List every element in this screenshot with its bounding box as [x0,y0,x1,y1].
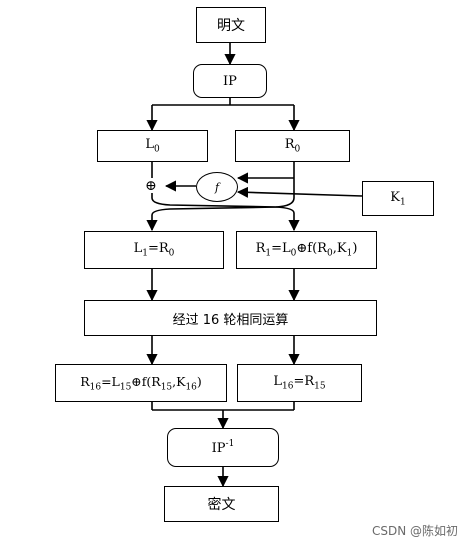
r16-label: R16=L15⊕f(R15,K16) [80,373,202,393]
l0-box: L0 [97,130,208,162]
rounds-label: 经过 16 轮相同运算 [172,312,289,328]
rounds-box: 经过 16 轮相同运算 [84,300,377,336]
r16-box: R16=L15⊕f(R15,K16) [55,364,227,402]
plaintext-box: 明文 [196,7,266,43]
ip-box: IP [193,64,267,98]
k1-label: K1 [390,189,406,208]
ip-label: IP [223,73,237,89]
r0-box: R0 [235,130,350,162]
xor-symbol: ⊕ [145,178,157,194]
watermark-text: CSDN @陈如初 [371,524,458,538]
ip-inverse-box: IP-1 [167,428,279,467]
ciphertext-box: 密文 [164,486,279,522]
l0-label: L0 [145,137,160,155]
l16-label: L16=R15 [273,374,326,392]
arrow-k1-to-f [236,186,363,198]
k1-box: K1 [362,181,434,216]
line-cross-left-to-right [151,193,300,232]
ciphertext-label: 密文 [207,497,236,513]
l1-label: L1=R0 [133,241,175,259]
f-function-circle: f [196,172,238,202]
l1-box: L1=R0 [84,231,224,269]
r0-label: R0 [284,137,301,155]
ip-inverse-label: IP-1 [211,439,235,456]
plaintext-label: 明文 [217,18,245,34]
r1-label: R1=L0⊕f(R0,K1) [255,241,358,259]
f-label: f [214,180,220,194]
r1-box: R1=L0⊕f(R0,K1) [236,231,377,269]
l16-box: L16=R15 [237,364,362,402]
line-cross-right-to-left [146,197,295,232]
